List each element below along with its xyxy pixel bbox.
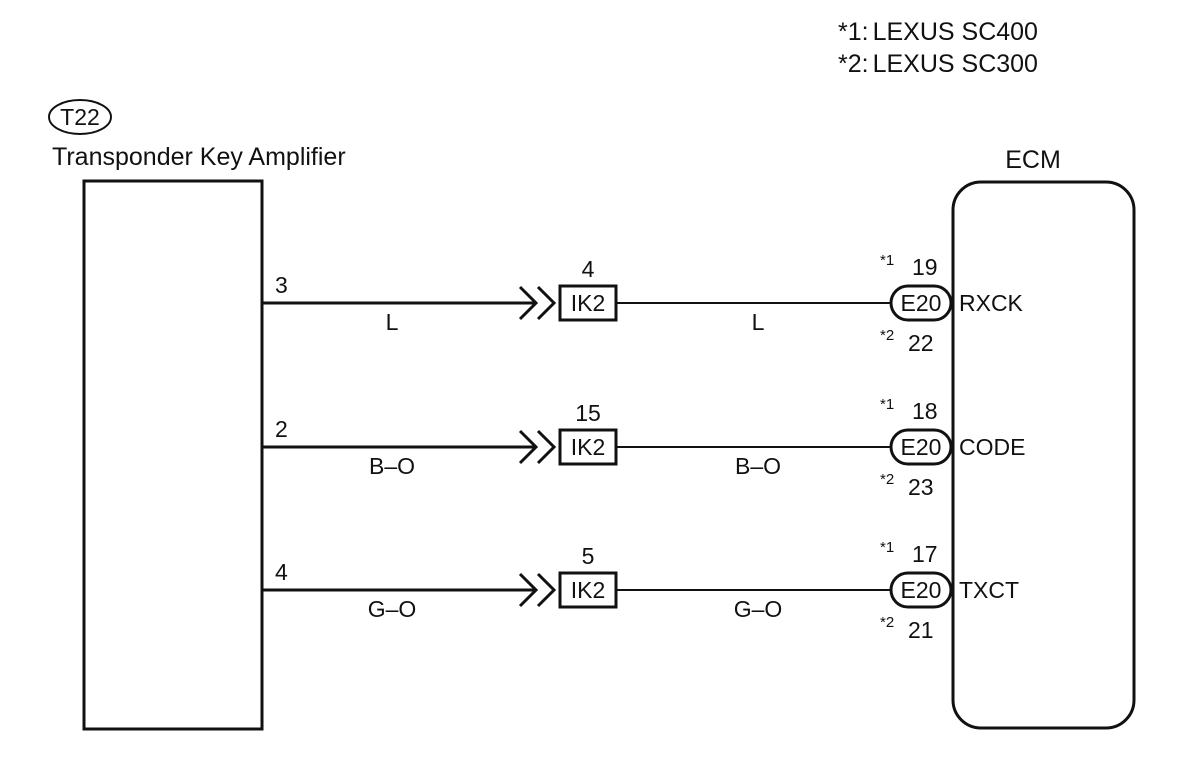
junction-connector-box <box>558 428 618 466</box>
note-marker-sc400: *1 <box>880 539 894 556</box>
note-marker-sc400: *1 <box>880 252 894 269</box>
amplifier-title: Transponder Key Amplifier <box>52 143 346 171</box>
wire-color-label: B–O <box>369 453 415 479</box>
circuit-row-rxck: 3L IK2 4L E20 *1 19 *2 22 RXCK <box>262 252 1024 356</box>
note-marker-sc300: *2 <box>880 327 894 344</box>
ecm-title: ECM <box>1005 146 1061 174</box>
connector-chevron-inner <box>536 572 557 608</box>
ecm-connector-oval <box>889 428 953 466</box>
note-marker-sc300: *2 <box>880 471 894 488</box>
ecm-pin-sc400: 17 <box>912 541 938 567</box>
ecm-terminal-name: RXCK <box>959 290 1024 316</box>
ecm-connector-id: E20 <box>901 434 942 460</box>
notes-legend: *1:LEXUS SC400 *2:LEXUS SC300 <box>838 18 1038 78</box>
note-sc400: *1:LEXUS SC400 <box>838 18 1038 46</box>
connector-chevron-inner <box>536 429 557 465</box>
amplifier-connector-id: T22 <box>60 104 100 130</box>
ecm-terminal-name: TXCT <box>959 577 1019 603</box>
junction-connector-id: IK2 <box>571 290 606 316</box>
note-marker-sc400: *1 <box>880 396 894 413</box>
ecm-pin-sc300: 23 <box>908 474 934 500</box>
ecm-pin-sc300: 22 <box>908 330 934 356</box>
ecm-terminal-name: CODE <box>959 434 1025 460</box>
connector-chevron-outer <box>518 285 539 321</box>
wire-color-label: L <box>752 309 765 335</box>
wire-color-label: L <box>386 309 399 335</box>
junction-pin-number: 15 <box>575 400 601 426</box>
wire-color-label: G–O <box>368 596 417 622</box>
amplifier-pin-number: 4 <box>275 559 288 585</box>
ecm-connector-oval <box>889 284 953 322</box>
connector-chevron-outer <box>518 429 539 465</box>
ecm-box <box>951 180 1136 730</box>
wire-color-label: B–O <box>735 453 781 479</box>
connector-chevron-outer <box>518 572 539 608</box>
amplifier-pin-number: 3 <box>275 272 288 298</box>
note-sc300: *2:LEXUS SC300 <box>838 50 1038 78</box>
amplifier-box <box>82 179 264 731</box>
ecm-pin-sc400: 18 <box>912 398 938 424</box>
junction-connector-box <box>558 284 618 322</box>
note-marker-sc300: *2 <box>880 614 894 631</box>
circuit-row-txct: 4G–O IK2 5G–O E20 *1 17 *2 21 TXCT <box>262 539 1019 643</box>
junction-pin-number: 5 <box>582 543 595 569</box>
junction-connector-id: IK2 <box>571 577 606 603</box>
amplifier-connector-badge: T22 <box>48 99 112 135</box>
amplifier-pin-number: 2 <box>275 416 288 442</box>
wire-color-label: G–O <box>734 596 783 622</box>
connector-chevron-inner <box>536 285 557 321</box>
ecm-connector-id: E20 <box>901 577 942 603</box>
ecm-connector-oval <box>889 571 953 609</box>
junction-connector-id: IK2 <box>571 434 606 460</box>
ecm-connector-id: E20 <box>901 290 942 316</box>
ecm-pin-sc400: 19 <box>912 254 938 280</box>
junction-pin-number: 4 <box>582 256 595 282</box>
circuit-row-code: 2B–O IK2 15B–O E20 *1 18 *2 23 CODE <box>262 396 1025 500</box>
ecm-pin-sc300: 21 <box>908 617 934 643</box>
